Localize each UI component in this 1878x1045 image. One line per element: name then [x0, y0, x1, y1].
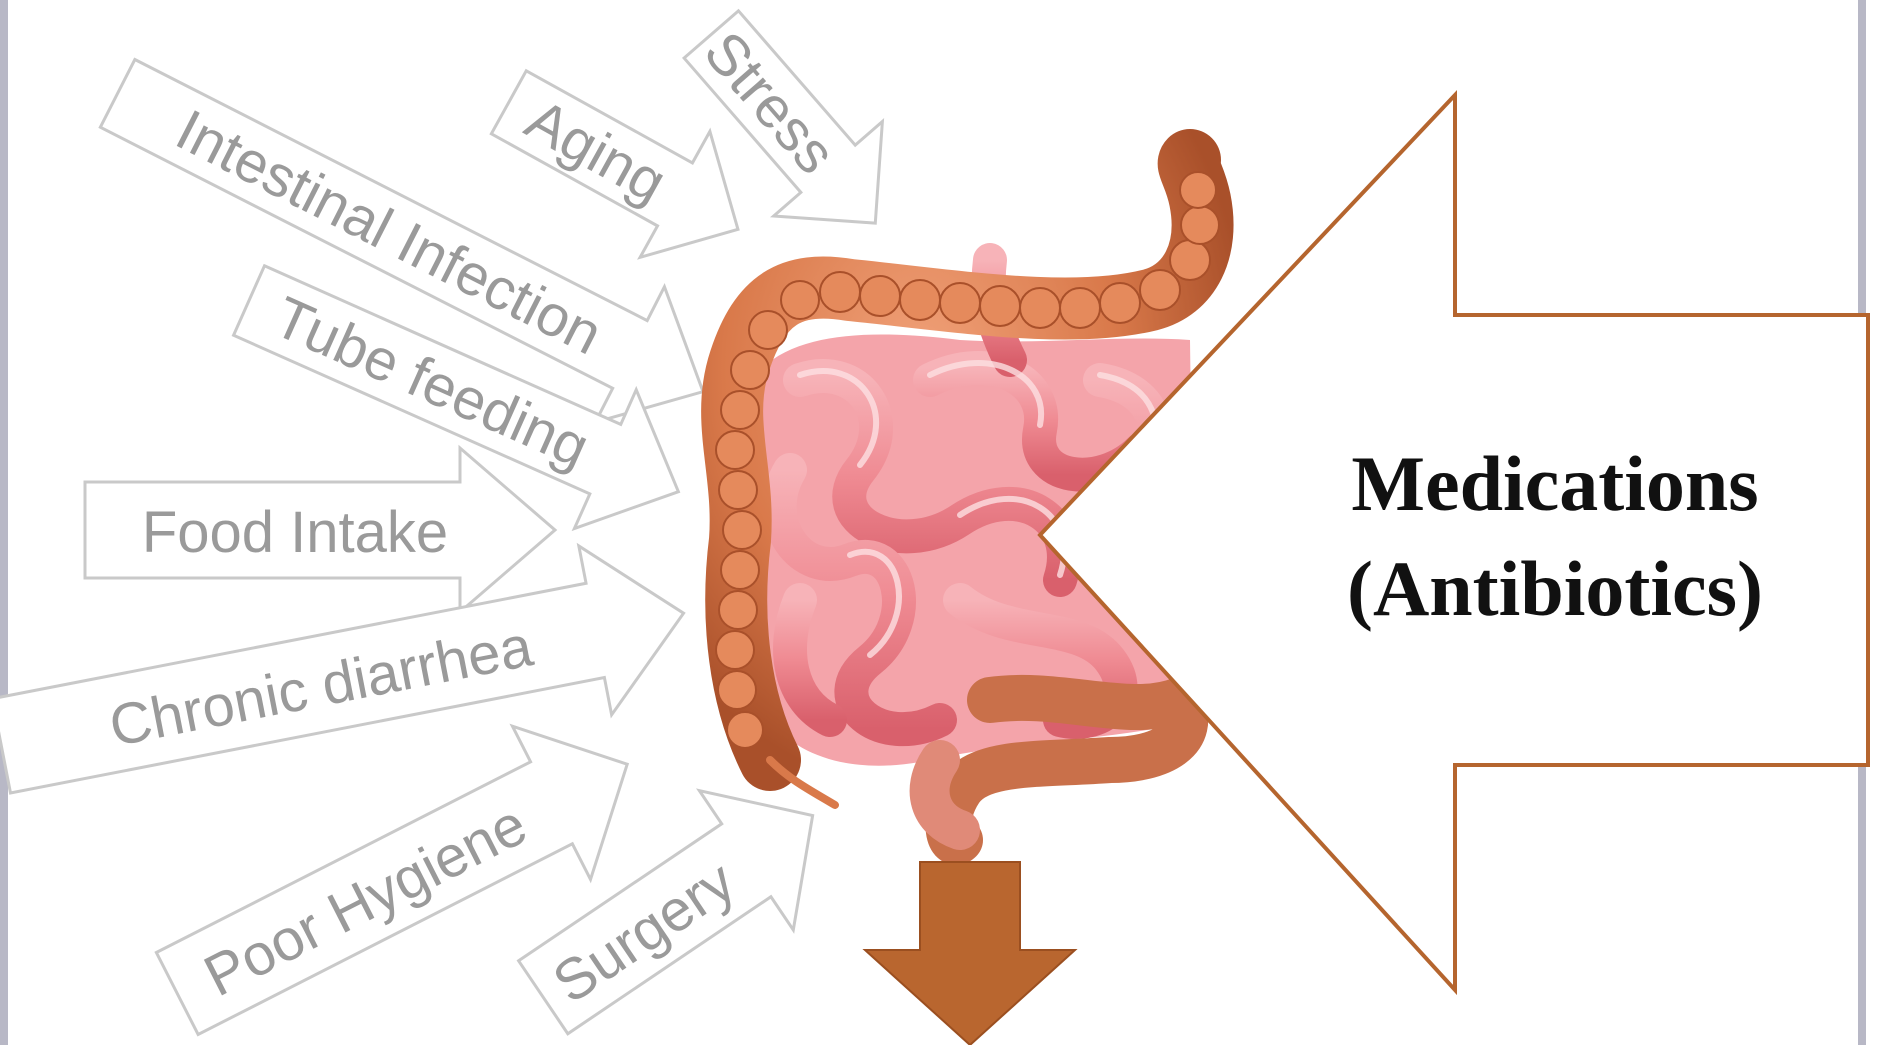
antibiotics-label: (Antibiotics)	[1347, 545, 1763, 632]
sigmoid-colon	[948, 698, 1185, 842]
food-intake-arrow: Food Intake	[85, 448, 555, 612]
down-arrow	[865, 862, 1075, 1045]
left-border	[0, 0, 8, 1045]
medications-arrow: Medications (Antibiotics)	[1040, 95, 1868, 990]
food-intake-label: Food Intake	[142, 500, 448, 565]
poor-hygiene-label: Poor Hygiene	[194, 792, 537, 1009]
medications-label: Medications	[1351, 440, 1758, 527]
aging-label: Aging	[515, 87, 676, 216]
